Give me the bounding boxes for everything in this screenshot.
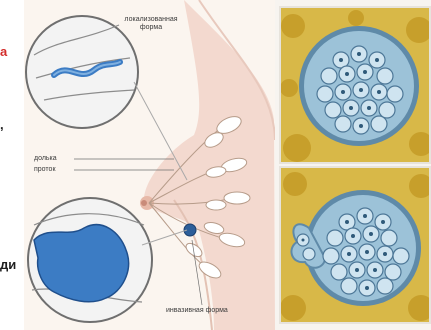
localized-form-line-1: локализованная bbox=[112, 16, 190, 24]
duct-label: проток bbox=[34, 166, 56, 174]
lobule-label: долька bbox=[34, 155, 57, 163]
invasive-form-label: инвазивная форма bbox=[166, 307, 228, 315]
left-text-strip: а , ди bbox=[0, 0, 24, 330]
breast-anatomy-panel: локализованная форма долька проток инваз… bbox=[24, 0, 275, 330]
breast-anatomy-drawing bbox=[24, 0, 275, 330]
duct-cross-section-top-drawing bbox=[281, 8, 431, 164]
duct-cross-section-bottom-drawing bbox=[281, 168, 431, 324]
strip-fragment-2: , bbox=[0, 118, 4, 132]
duct-cross-section-photo-bottom bbox=[279, 166, 431, 324]
strip-fragment-1: а bbox=[0, 45, 7, 59]
localized-form-line-2: форма bbox=[112, 24, 190, 32]
duct-cross-section-photo-top bbox=[279, 6, 431, 164]
microscopy-panel bbox=[279, 6, 431, 324]
strip-fragment-3: ди bbox=[0, 258, 16, 272]
localized-form-label: локализованная форма bbox=[112, 16, 190, 32]
